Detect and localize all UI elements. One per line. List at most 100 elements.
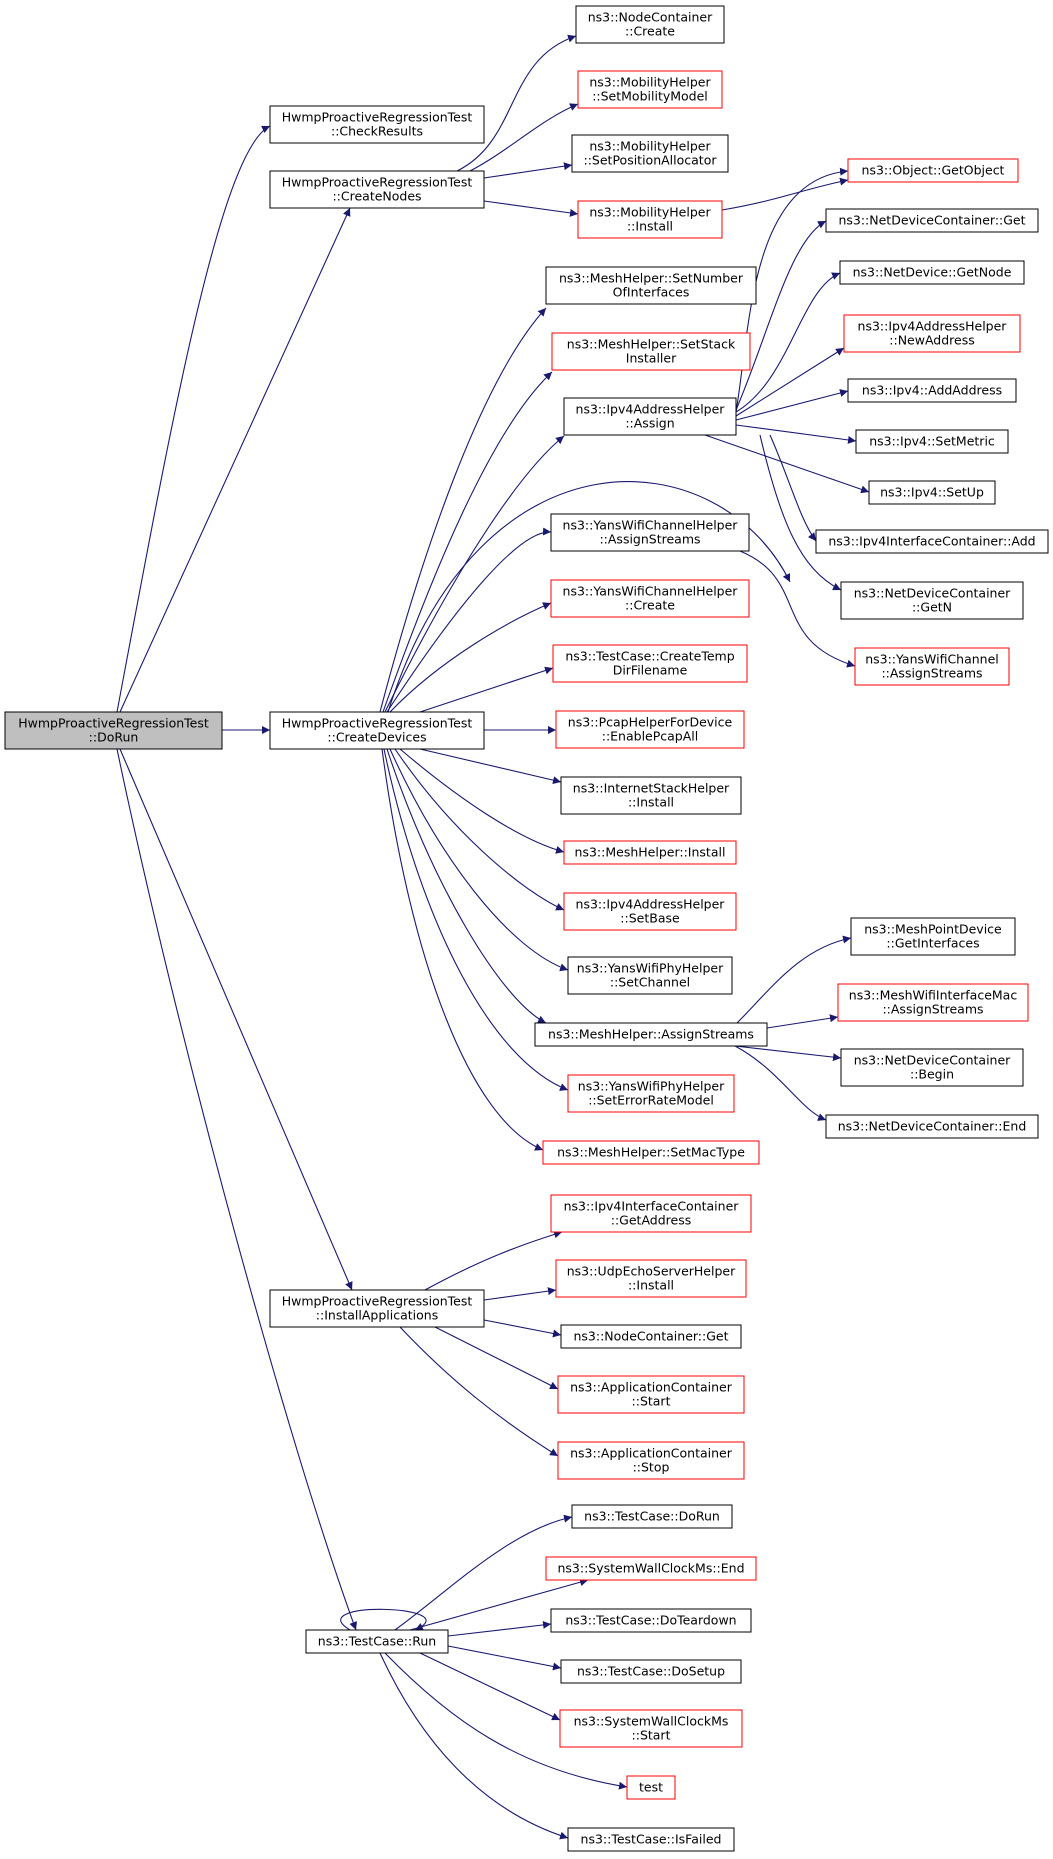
node-box-ipv4setup[interactable]: [868, 480, 996, 505]
node-box-pcapenable[interactable]: [555, 710, 745, 749]
node-ipv4setup[interactable]: ns3::Ipv4::SetUp: [868, 480, 996, 505]
node-ipv4setbase[interactable]: ns3::Ipv4AddressHelper::SetBase: [563, 892, 737, 931]
node-box-tcteardown[interactable]: [550, 1608, 752, 1633]
node-box-ywphseterr[interactable]: [567, 1074, 735, 1113]
node-box-ncget[interactable]: [560, 1324, 742, 1349]
node-box-tcsetup[interactable]: [560, 1659, 742, 1684]
node-ndcget[interactable]: ns3::NetDeviceContainer::Get: [825, 208, 1039, 233]
node-nccreate[interactable]: ns3::NodeContainer::Create: [575, 5, 725, 44]
node-ipv4icgetaddr[interactable]: ns3::Ipv4InterfaceContainer::GetAddress: [550, 1194, 752, 1233]
node-dorun[interactable]: HwmpProactiveRegressionTest::DoRun: [4, 711, 223, 750]
node-box-mhsetpos[interactable]: [571, 134, 729, 173]
node-mhsetpos[interactable]: ns3::MobilityHelper::SetPositionAllocato…: [571, 134, 729, 173]
node-box-swcstart[interactable]: [559, 1709, 743, 1748]
node-tcisfailed[interactable]: ns3::TestCase::IsFailed: [567, 1827, 735, 1852]
node-swcend[interactable]: ns3::SystemWallClockMs::End: [545, 1556, 757, 1581]
node-box-ndcend[interactable]: [825, 1114, 1039, 1139]
node-acstop[interactable]: ns3::ApplicationContainer::Stop: [557, 1441, 745, 1480]
node-ipv4addaddr[interactable]: ns3::Ipv4::AddAddress: [847, 378, 1017, 403]
node-ncget[interactable]: ns3::NodeContainer::Get: [560, 1324, 742, 1349]
node-ishinstall[interactable]: ns3::InternetStackHelper::Install: [560, 776, 742, 815]
node-box-ndcbegin[interactable]: [840, 1048, 1024, 1087]
node-getobject[interactable]: ns3::Object::GetObject: [847, 158, 1019, 183]
node-udpinstall[interactable]: ns3::UdpEchoServerHelper::Install: [555, 1259, 747, 1298]
node-box-mwimassign[interactable]: [837, 983, 1029, 1022]
node-box-dorun[interactable]: [4, 711, 223, 750]
node-box-tcisfailed[interactable]: [567, 1827, 735, 1852]
node-ywchassign[interactable]: ns3::YansWifiChannelHelper::AssignStream…: [550, 513, 750, 552]
node-ywcassign[interactable]: ns3::YansWifiChannel::AssignStreams: [854, 647, 1010, 686]
node-tcsetup[interactable]: ns3::TestCase::DoSetup: [560, 1659, 742, 1684]
node-tcdorun[interactable]: ns3::TestCase::DoRun: [571, 1504, 733, 1529]
node-box-acstart[interactable]: [557, 1375, 745, 1414]
node-ipv4setmetric[interactable]: ns3::Ipv4::SetMetric: [855, 429, 1009, 454]
node-box-ywchassign[interactable]: [550, 513, 750, 552]
node-meshassign[interactable]: ns3::MeshHelper::AssignStreams: [534, 1022, 768, 1047]
node-box-tcrun[interactable]: [305, 1629, 449, 1654]
node-box-mpdgetif[interactable]: [850, 917, 1016, 956]
node-tcrun[interactable]: ns3::TestCase::Run: [305, 1629, 449, 1654]
node-ndcgetn[interactable]: ns3::NetDeviceContainer::GetN: [840, 581, 1024, 620]
node-createnodes[interactable]: HwmpProactiveRegressionTest::CreateNodes: [269, 170, 485, 209]
node-box-meshsetmac[interactable]: [542, 1140, 760, 1165]
node-ipv4assign[interactable]: ns3::Ipv4AddressHelper::Assign: [563, 397, 737, 436]
node-box-meshinstall[interactable]: [563, 840, 737, 865]
node-box-meshsetstack[interactable]: [551, 332, 751, 371]
node-mwimassign[interactable]: ns3::MeshWifiInterfaceMac::AssignStreams: [837, 983, 1029, 1022]
node-box-ipv4newaddr[interactable]: [843, 314, 1021, 353]
node-acstart[interactable]: ns3::ApplicationContainer::Start: [557, 1375, 745, 1414]
node-ndcbegin[interactable]: ns3::NetDeviceContainer::Begin: [840, 1048, 1024, 1087]
node-ipv4newaddr[interactable]: ns3::Ipv4AddressHelper::NewAddress: [843, 314, 1021, 353]
node-ywchcreate[interactable]: ns3::YansWifiChannelHelper::Create: [550, 579, 750, 618]
node-box-createdevices[interactable]: [269, 711, 485, 750]
node-box-meshassign[interactable]: [534, 1022, 768, 1047]
node-box-createnodes[interactable]: [269, 170, 485, 209]
node-ywphseterr[interactable]: ns3::YansWifiPhyHelper::SetErrorRateMode…: [567, 1074, 735, 1113]
node-box-udpinstall[interactable]: [555, 1259, 747, 1298]
node-box-ndcgetn[interactable]: [840, 581, 1024, 620]
node-box-ishinstall[interactable]: [560, 776, 742, 815]
node-box-tccreatetemp[interactable]: [552, 644, 748, 683]
node-ndgetnode[interactable]: ns3::NetDevice::GetNode: [839, 260, 1025, 285]
node-box-ipv4addaddr[interactable]: [847, 378, 1017, 403]
node-mhinstall[interactable]: ns3::MobilityHelper::Install: [577, 200, 723, 239]
node-checkresults[interactable]: HwmpProactiveRegressionTest::CheckResult…: [269, 105, 485, 144]
node-box-ywphsetch[interactable]: [567, 956, 733, 995]
node-swcstart[interactable]: ns3::SystemWallClockMs::Start: [559, 1709, 743, 1748]
node-installapps[interactable]: HwmpProactiveRegressionTest::InstallAppl…: [269, 1289, 485, 1328]
node-box-ipv4setmetric[interactable]: [855, 429, 1009, 454]
node-box-swcend[interactable]: [545, 1556, 757, 1581]
node-box-ndcget[interactable]: [825, 208, 1039, 233]
node-ipv4icadd[interactable]: ns3::Ipv4InterfaceContainer::Add: [815, 529, 1049, 554]
node-box-checkresults[interactable]: [269, 105, 485, 144]
node-mhsetmob[interactable]: ns3::MobilityHelper::SetMobilityModel: [577, 70, 723, 109]
node-ywphsetch[interactable]: ns3::YansWifiPhyHelper::SetChannel: [567, 956, 733, 995]
node-mpdgetif[interactable]: ns3::MeshPointDevice::GetInterfaces: [850, 917, 1016, 956]
node-meshsetmac[interactable]: ns3::MeshHelper::SetMacType: [542, 1140, 760, 1165]
node-ndcend[interactable]: ns3::NetDeviceContainer::End: [825, 1114, 1039, 1139]
node-box-installapps[interactable]: [269, 1289, 485, 1328]
node-box-ipv4setbase[interactable]: [563, 892, 737, 931]
node-box-ipv4assign[interactable]: [563, 397, 737, 436]
node-pcapenable[interactable]: ns3::PcapHelperForDevice::EnablePcapAll: [555, 710, 745, 749]
node-box-getobject[interactable]: [847, 158, 1019, 183]
node-tcteardown[interactable]: ns3::TestCase::DoTeardown: [550, 1608, 752, 1633]
node-box-ipv4icadd[interactable]: [815, 529, 1049, 554]
node-meshinstall[interactable]: ns3::MeshHelper::Install: [563, 840, 737, 865]
node-box-ywcassign[interactable]: [854, 647, 1010, 686]
node-box-mhinstall[interactable]: [577, 200, 723, 239]
node-box-tcdorun[interactable]: [571, 1504, 733, 1529]
node-box-mhsetmob[interactable]: [577, 70, 723, 109]
node-test[interactable]: test: [626, 1775, 676, 1800]
node-box-ywchcreate[interactable]: [550, 579, 750, 618]
node-createdevices[interactable]: HwmpProactiveRegressionTest::CreateDevic…: [269, 711, 485, 750]
node-box-ipv4icgetaddr[interactable]: [550, 1194, 752, 1233]
node-box-ndgetnode[interactable]: [839, 260, 1025, 285]
node-box-meshsetnum[interactable]: [545, 266, 757, 305]
node-box-test[interactable]: [626, 1775, 676, 1800]
node-box-nccreate[interactable]: [575, 5, 725, 44]
node-box-acstop[interactable]: [557, 1441, 745, 1480]
